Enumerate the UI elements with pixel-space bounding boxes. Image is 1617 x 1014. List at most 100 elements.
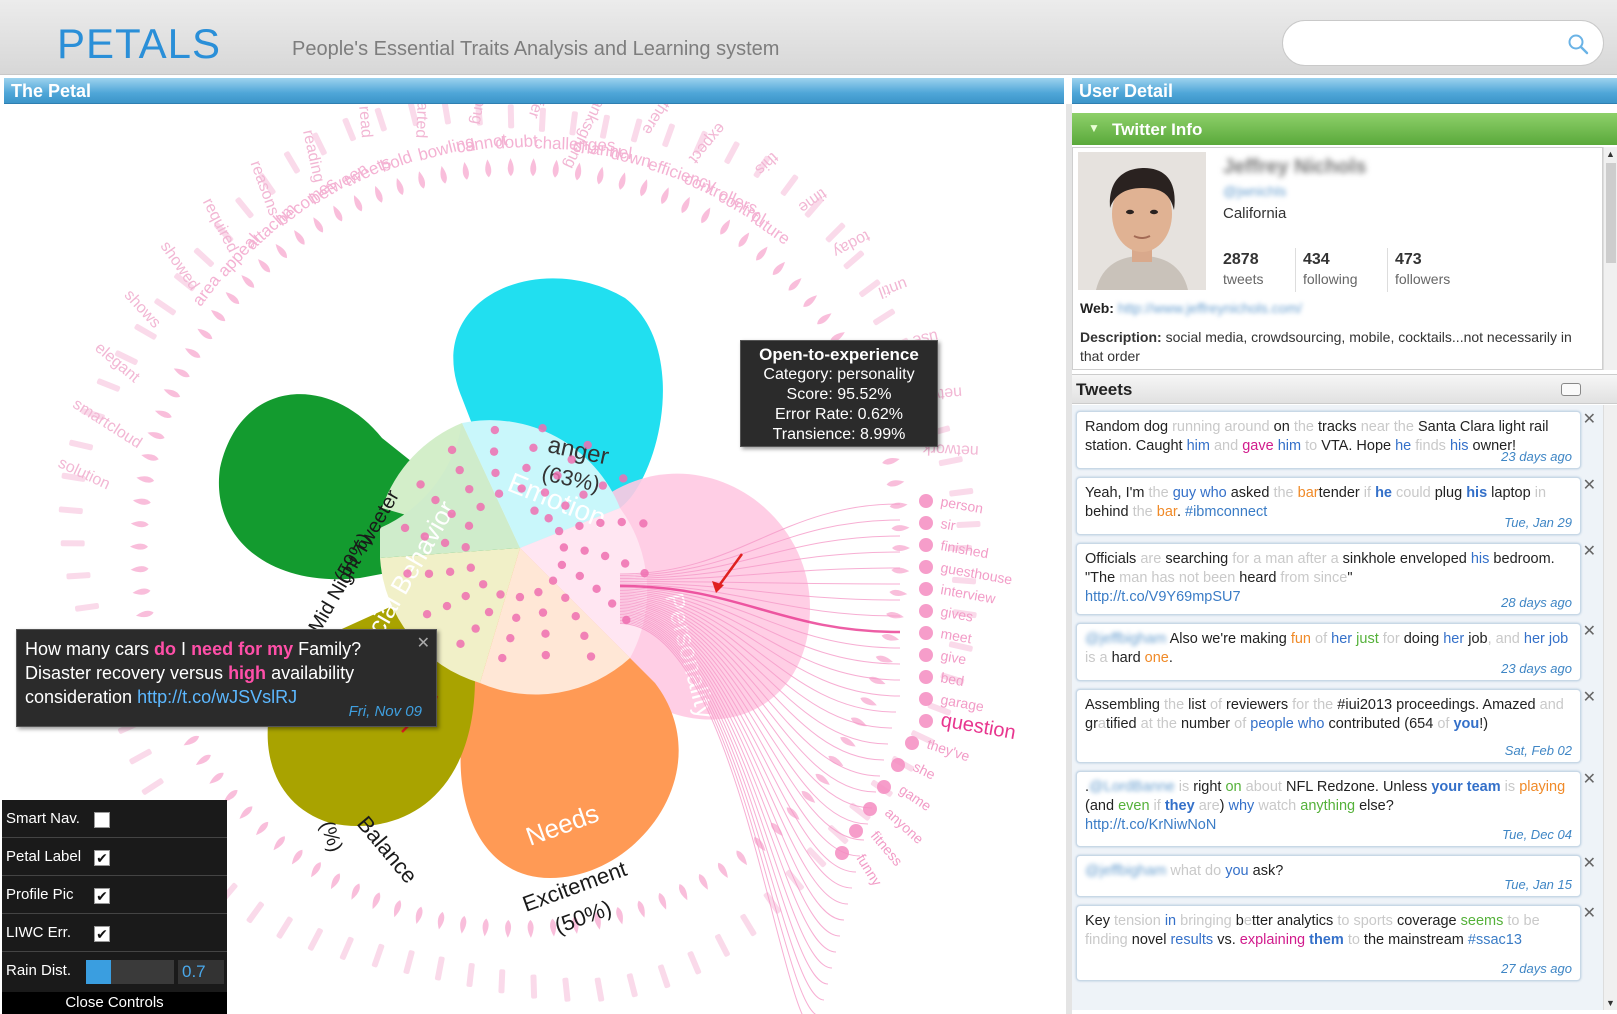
tweet-dot[interactable] [464, 521, 474, 531]
tweet-card[interactable]: ✕ .@LordBanne is right on about NFL Redz… [1076, 771, 1596, 847]
scroll-down-icon[interactable]: ▼ [1606, 998, 1615, 1008]
tweet-dot[interactable] [580, 546, 589, 555]
tweet-dot[interactable] [575, 521, 584, 531]
tweet-dot[interactable] [420, 532, 429, 541]
tweet-list[interactable]: ✕ Random dog running around on the track… [1072, 405, 1603, 1010]
tweet-dot[interactable] [557, 560, 567, 570]
tweet-dot[interactable] [431, 495, 440, 505]
tweet-dot[interactable] [478, 580, 488, 589]
tweet-dot[interactable] [567, 455, 576, 464]
rain-dist-slider[interactable] [86, 960, 174, 984]
profile-pic-checkbox[interactable]: ✔ [94, 888, 110, 904]
tweet-dot[interactable] [541, 650, 551, 660]
tweet-dot[interactable] [580, 631, 589, 641]
close-icon[interactable]: ✕ [1582, 905, 1596, 922]
panel-toggle-icon[interactable] [1561, 383, 1581, 396]
tweet-dot[interactable] [544, 514, 553, 523]
smart-nav-checkbox[interactable] [94, 812, 110, 828]
close-controls-button[interactable]: Close Controls [2, 992, 227, 1014]
tweet-card[interactable]: ✕ Random dog running around on the track… [1076, 411, 1596, 469]
tweet-dot[interactable] [403, 569, 412, 578]
tweet-dot[interactable] [442, 601, 452, 611]
close-icon[interactable]: ✕ [1582, 477, 1596, 494]
tweet-dot[interactable] [465, 484, 474, 494]
tweet-dot[interactable] [586, 652, 596, 661]
stat-following[interactable]: 434 following [1303, 251, 1357, 287]
tweet-dot[interactable] [534, 587, 543, 597]
tweet-tooltip-link[interactable]: http://t.co/wJSVslRJ [137, 687, 298, 707]
tweet-dot[interactable] [554, 526, 564, 536]
tweet-dot[interactable] [592, 584, 601, 594]
hashtag[interactable]: #iui2013 [1337, 697, 1393, 713]
tweet-dot[interactable] [447, 509, 456, 519]
tweet-dot[interactable] [490, 425, 500, 435]
tweet-link[interactable]: http://t.co/KrNiwNoN [1085, 817, 1217, 833]
tweet-dot[interactable] [506, 633, 515, 643]
tweet-dot[interactable] [422, 610, 432, 619]
tweet-dot[interactable] [559, 543, 569, 552]
tweet-card[interactable]: ✕ Yeah, I'm the guy who asked the barten… [1076, 477, 1596, 535]
tweet-dot[interactable] [548, 576, 558, 585]
tweet-dot[interactable] [517, 484, 526, 493]
liwc-err-checkbox[interactable]: ✔ [94, 926, 110, 942]
tweet-dot[interactable] [461, 591, 470, 601]
petal-label-checkbox[interactable]: ✔ [94, 850, 110, 866]
tweet-dot[interactable] [640, 568, 649, 578]
tweet-dot[interactable] [530, 506, 539, 515]
tweet-dot[interactable] [515, 592, 525, 602]
tweet-card[interactable]: ✕ @jeffbigham what do you ask? Tue, Jan … [1076, 855, 1596, 897]
tweet-dots[interactable] [400, 424, 649, 663]
tweet-dot[interactable] [456, 639, 465, 649]
scroll-thumb[interactable] [1606, 163, 1616, 263]
tweet-dot[interactable] [620, 559, 630, 568]
search-icon[interactable] [1567, 33, 1589, 55]
web-link[interactable]: http://www.jeffreynichols.com/ [1117, 300, 1303, 316]
tweet-dot[interactable] [575, 571, 585, 581]
tweet-dot[interactable] [440, 538, 450, 548]
tweet-dot[interactable] [540, 488, 550, 497]
tweet-dot[interactable] [583, 440, 592, 450]
rain-dist-slider-fill[interactable] [86, 960, 111, 984]
stat-tweets[interactable]: 2878 tweets [1223, 251, 1263, 287]
tweet-dot[interactable] [561, 501, 570, 510]
tweet-dot[interactable] [571, 612, 580, 621]
tweet-card[interactable]: ✕ Officials are searching for a man afte… [1076, 543, 1596, 615]
tweet-dot[interactable] [538, 608, 548, 617]
tweet-dot[interactable] [553, 471, 562, 480]
tweet-dot[interactable] [491, 468, 500, 478]
tweet-dot[interactable] [617, 517, 626, 527]
close-icon[interactable]: ✕ [1582, 771, 1596, 788]
tweet-dot[interactable] [461, 543, 470, 552]
tweet-dot[interactable] [489, 447, 499, 456]
profile-scrollbar[interactable]: ▲ [1603, 147, 1617, 370]
close-icon[interactable]: ✕ [1582, 689, 1596, 706]
tweet-dot[interactable] [424, 569, 434, 578]
tweet-dot[interactable] [494, 489, 504, 498]
tweet-dot[interactable] [476, 502, 485, 512]
tweet-dot[interactable] [466, 563, 476, 572]
tweet-dot[interactable] [598, 481, 608, 490]
tweet-card[interactable]: ✕ @jeffbigham Also we're making fun of h… [1076, 623, 1596, 681]
tweet-dot[interactable] [484, 607, 494, 617]
tweet-dot[interactable] [561, 593, 570, 602]
tweet-dot[interactable] [522, 463, 531, 473]
tweet-dot[interactable] [512, 613, 521, 622]
tweet-card[interactable]: ✕ Key tension in bringing better analyti… [1076, 905, 1596, 981]
tweet-dot[interactable] [538, 424, 547, 433]
tweet-card[interactable]: ✕ Assembling the list of reviewers for t… [1076, 689, 1596, 763]
tweet-dot[interactable] [471, 624, 480, 633]
hashtag[interactable]: #ibmconnect [1185, 504, 1268, 520]
tweet-dot[interactable] [579, 490, 588, 499]
close-icon[interactable]: ✕ [1582, 411, 1596, 428]
tweet-dot[interactable] [622, 615, 631, 625]
close-icon[interactable]: ✕ [1582, 855, 1596, 872]
tweet-dot[interactable] [445, 567, 455, 577]
collapse-caret-icon[interactable]: ▼ [1088, 121, 1100, 135]
tweet-dot[interactable] [498, 653, 507, 663]
close-icon[interactable]: ✕ [1582, 543, 1596, 560]
tweet-dot[interactable] [619, 474, 628, 483]
tweet-list-scrollbar[interactable]: ▼ [1603, 405, 1617, 1010]
tweet-dot[interactable] [596, 518, 605, 528]
tweet-dot[interactable] [541, 629, 550, 638]
